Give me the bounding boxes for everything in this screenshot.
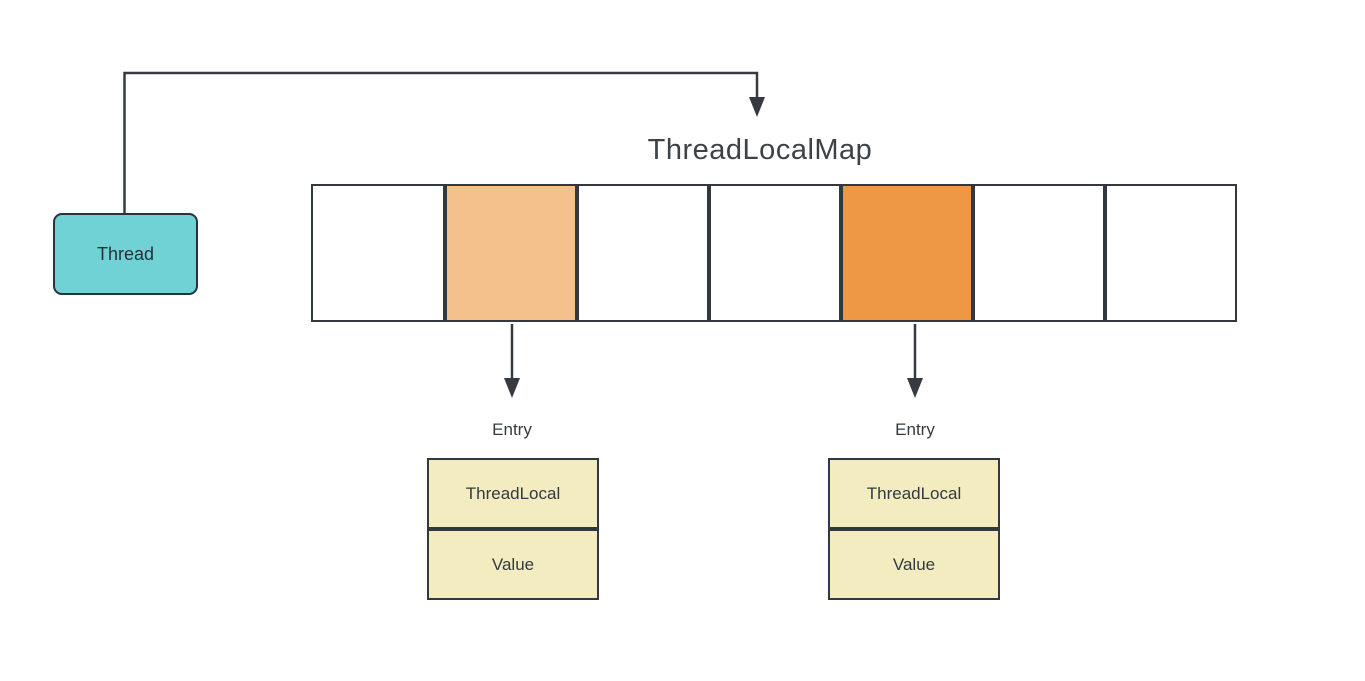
array-cell-1-occupied bbox=[443, 184, 577, 322]
map-arrowhead-down-icon bbox=[749, 97, 765, 117]
array-cell-0 bbox=[311, 184, 445, 322]
entry1-label: Entry bbox=[492, 420, 532, 439]
entry1-arrowhead-down-icon bbox=[504, 378, 520, 398]
entry2-threadlocal-row: ThreadLocal bbox=[828, 458, 1000, 529]
thread-node: Thread bbox=[53, 213, 198, 295]
threadlocalmap-array bbox=[311, 184, 1237, 322]
array-cell-4-occupied bbox=[839, 184, 973, 322]
entry2-arrowhead-down-icon bbox=[907, 378, 923, 398]
entry2-value-row: Value bbox=[828, 527, 1000, 600]
array-cell-2 bbox=[575, 184, 709, 322]
array-cell-5 bbox=[971, 184, 1105, 322]
entry2-table: ThreadLocal Value bbox=[828, 458, 1000, 600]
entry1-threadlocal-row: ThreadLocal bbox=[427, 458, 599, 529]
map-title: ThreadLocalMap bbox=[647, 134, 873, 166]
thread-label: Thread bbox=[96, 243, 155, 264]
entry1-value-row: Value bbox=[427, 527, 599, 600]
entry1-table: ThreadLocal Value bbox=[427, 458, 599, 600]
array-cell-3 bbox=[707, 184, 841, 322]
array-cell-6 bbox=[1103, 184, 1237, 322]
entry2-label: Entry bbox=[895, 420, 935, 439]
